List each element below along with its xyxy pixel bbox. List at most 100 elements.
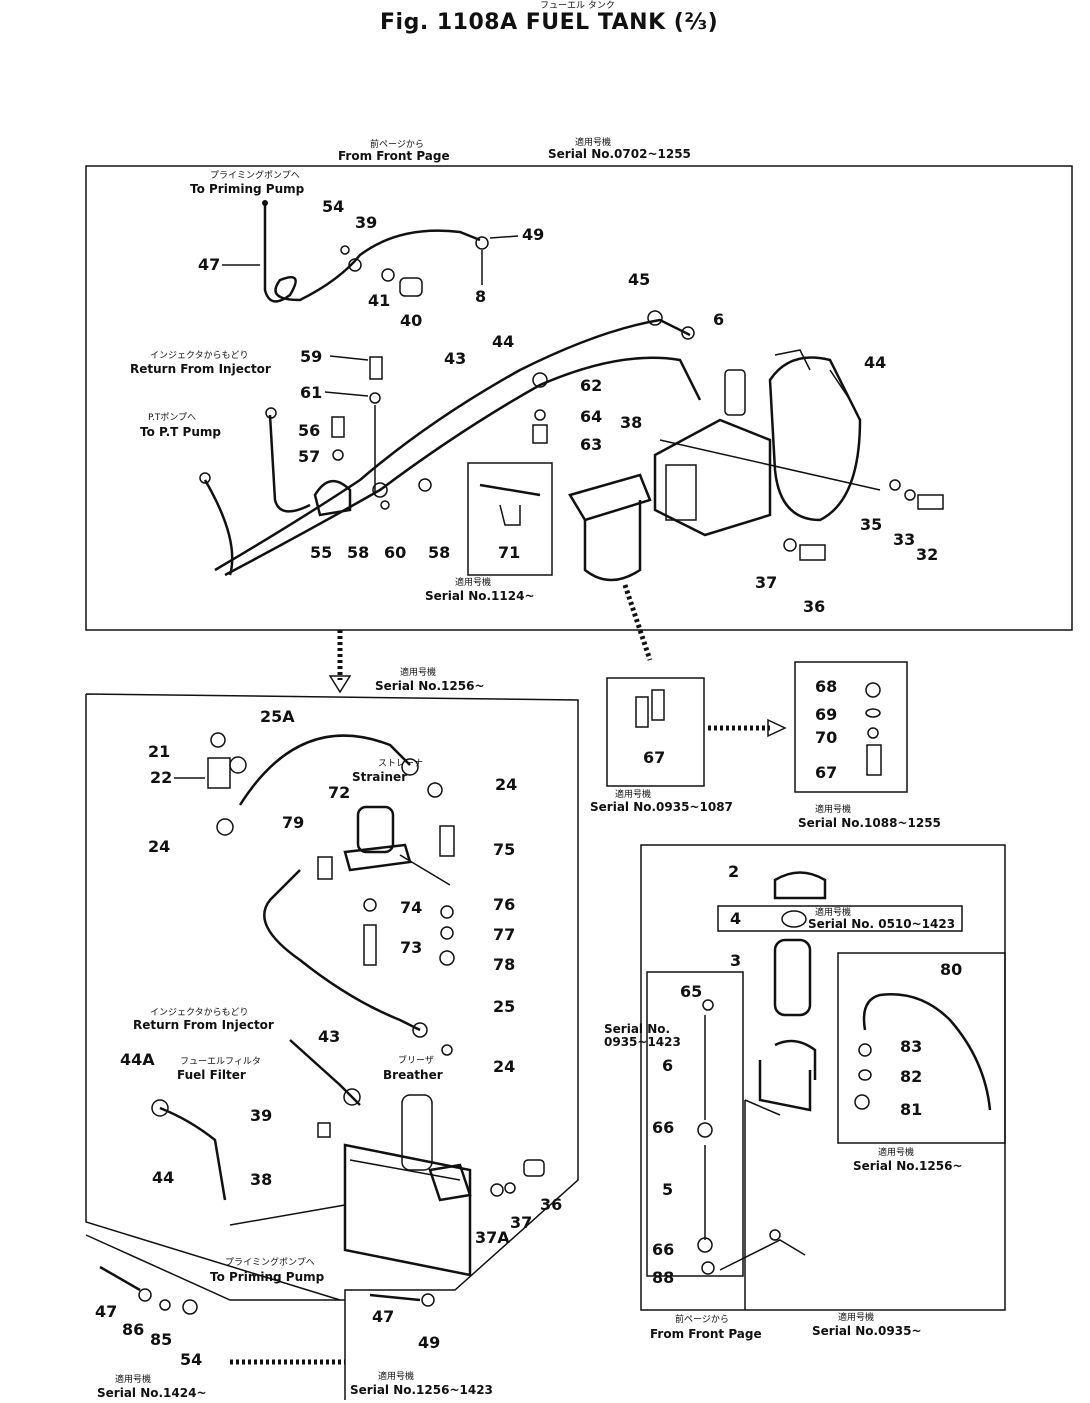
part-68 — [865, 682, 881, 698]
label-78: 78 — [493, 955, 515, 974]
label-82: 82 — [900, 1067, 922, 1086]
bolt-59 — [369, 356, 383, 380]
serial-1088-1255-caption: Serial No.1088~1255 — [798, 816, 941, 830]
label-44b: 44 — [864, 353, 886, 372]
label-2: 2 — [728, 862, 739, 881]
part-67b — [651, 689, 665, 721]
injector-fitting — [265, 407, 277, 419]
label-58: 58 — [347, 543, 369, 562]
filler-neck — [758, 1039, 817, 1112]
label-24a: 24 — [495, 775, 517, 794]
bolt-75 — [439, 825, 455, 857]
tank-wall — [744, 1099, 781, 1310]
serial-1124-caption: Serial No.1124~ — [425, 589, 535, 603]
label-25: 25 — [493, 997, 515, 1016]
serial-1124-jp: 適用号機 — [455, 576, 491, 588]
label-60: 60 — [384, 543, 406, 562]
return-injector2-jp: インジェクタからもどり — [150, 1007, 248, 1018]
clamp-55 — [313, 480, 352, 517]
to-priming-pump-jp: プライミングポンプへ — [210, 169, 300, 181]
to-priming-pump-caption: To Priming Pump — [190, 182, 305, 196]
washer-61 — [369, 392, 381, 404]
label-24b: 24 — [148, 837, 170, 856]
label-69: 69 — [815, 705, 837, 724]
fitting-49b — [421, 1293, 435, 1307]
hose-25A — [238, 734, 411, 806]
serial-0935-1423-caption-b: 0935~1423 — [604, 1035, 681, 1049]
label-38b: 38 — [250, 1170, 272, 1189]
from-front-page2-jp: 前ページから — [675, 1313, 729, 1325]
from-front-page-caption: From Front Page — [338, 149, 450, 163]
label-88: 88 — [652, 1268, 674, 1287]
injector-return-line — [268, 414, 311, 513]
leader-59 — [329, 355, 369, 361]
fitting-85 — [159, 1299, 171, 1311]
figure-title-jp: フューエル タンク — [540, 0, 615, 11]
right-lower-section: 適用号機 Serial No. 0510~1423 2 4 3 80 65 Se… — [604, 844, 1006, 1341]
cap-2 — [773, 871, 827, 900]
serial-1256-caption: Serial No.1256~ — [375, 679, 485, 693]
leader-49 — [489, 235, 519, 239]
valve-plate — [665, 464, 697, 521]
label-57: 57 — [298, 447, 320, 466]
bolt-63 — [532, 424, 548, 444]
pt-fitting — [199, 472, 211, 484]
serial-0935-1087-caption: Serial No.0935~1087 — [590, 800, 733, 814]
tank-hose — [829, 369, 851, 401]
label-43: 43 — [444, 349, 466, 368]
pipe-47c — [369, 1293, 421, 1302]
part-81 — [854, 1094, 870, 1110]
label-21: 21 — [148, 742, 170, 761]
label-86: 86 — [122, 1320, 144, 1339]
label-43b: 43 — [318, 1027, 340, 1046]
pt-pump-line — [203, 479, 234, 576]
serial-1256b-caption: Serial No.1256~ — [853, 1159, 963, 1173]
serial-0510-1423-jp: 適用号機 — [815, 906, 851, 918]
label-49: 49 — [522, 225, 544, 244]
washer-35 — [889, 479, 901, 491]
clip-71 — [499, 504, 521, 526]
label-37b: 37 — [510, 1213, 532, 1232]
serial-0510-box — [717, 905, 963, 932]
label-80: 80 — [940, 960, 962, 979]
inset-68-frame — [794, 661, 908, 793]
label-54b: 54 — [180, 1350, 202, 1369]
fitting-43 — [343, 1088, 361, 1106]
washer-64 — [534, 409, 546, 421]
washer-57 — [332, 449, 344, 461]
bolt-73 — [363, 924, 377, 966]
serial-1256b-jp: 適用号機 — [878, 1146, 914, 1158]
bolt-40 — [399, 277, 423, 297]
breather-caption: Breather — [383, 1068, 443, 1082]
cap-21 — [210, 732, 226, 748]
pipe-47b — [99, 1265, 141, 1292]
label-55: 55 — [310, 543, 332, 562]
label-24c: 24 — [493, 1057, 515, 1076]
valve-6 — [724, 369, 746, 416]
breather-jp: ブリーザ — [398, 1054, 434, 1066]
part-82 — [858, 1069, 872, 1081]
breather-base — [428, 1163, 472, 1202]
part-88 — [701, 1261, 715, 1275]
figure-title-text: Fig. 1108A FUEL TANK (⅔) — [380, 10, 719, 35]
strainer-72 — [356, 805, 395, 854]
label-41: 41 — [368, 291, 390, 310]
label-63: 63 — [580, 435, 602, 454]
strainer-leader — [399, 854, 451, 886]
label-5: 5 — [662, 1180, 673, 1199]
tank-neck — [774, 349, 811, 371]
part-67c — [866, 744, 882, 776]
filter-head — [568, 473, 652, 522]
gauge-inset-frame — [646, 971, 744, 1277]
top-section: 前ページから From Front Page 適用号機 Serial No.07… — [85, 136, 1073, 661]
left-frame — [85, 693, 579, 1400]
part-66b — [697, 1237, 713, 1253]
inset-67-section: 適用号機 Serial No.0935~1087 67 68 69 70 67 … — [590, 661, 941, 830]
label-37A: 37A — [475, 1228, 510, 1247]
drain-leader — [719, 1239, 806, 1271]
to-priming-pump2-jp: プライミングポンプへ — [225, 1256, 315, 1268]
label-71: 71 — [498, 543, 520, 562]
line-44A — [159, 1106, 227, 1201]
label-37: 37 — [755, 573, 777, 592]
serial-1256-jp: 適用号機 — [400, 666, 436, 678]
